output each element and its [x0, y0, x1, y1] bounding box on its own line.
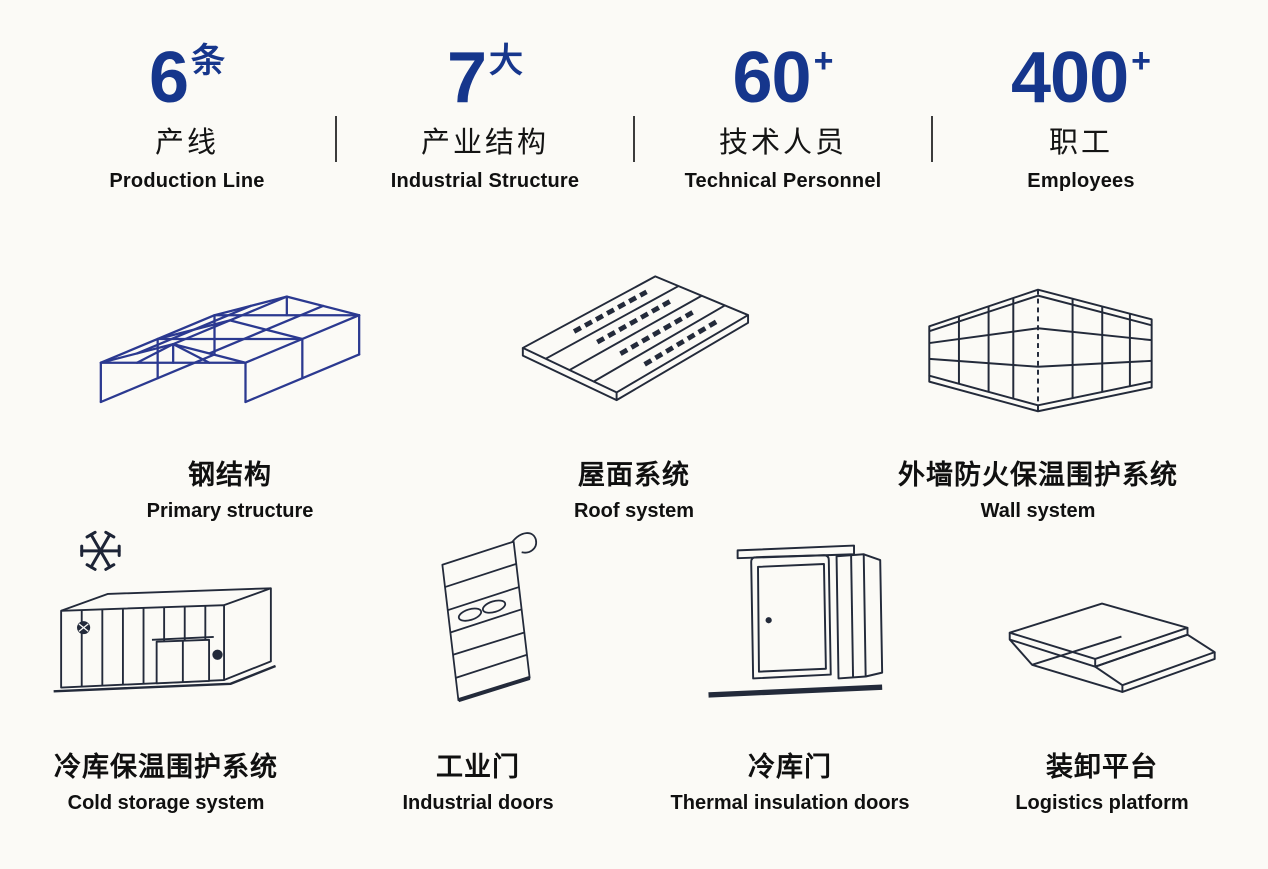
- icon-box: [23, 527, 309, 725]
- stat-label-en: Production Line: [109, 170, 265, 192]
- icon-box: [84, 219, 376, 433]
- product-label-en: Wall system: [980, 500, 1096, 522]
- product-dock-leveler: 装卸平台 Logistics platform: [946, 527, 1258, 815]
- steel-structure-icon: [99, 295, 361, 404]
- stat-unit: +: [813, 42, 834, 80]
- vertical-divider: [335, 116, 337, 162]
- stat-unit: +: [1131, 42, 1151, 80]
- dock-leveler-icon: [1008, 602, 1216, 693]
- product-industrial-door: 工业门 Industrial doors: [322, 527, 634, 815]
- vertical-divider: [931, 116, 933, 162]
- thermal-door-icon: [708, 544, 884, 698]
- product-cold-storage: 冷库保温围护系统 Cold storage system: [10, 527, 322, 815]
- stat-number: 60+: [635, 42, 931, 114]
- stat-label-zh: 技术人员: [718, 127, 847, 159]
- stat-value: 400: [1011, 38, 1129, 118]
- product-label-zh: 外墙防火保温围护系统: [898, 460, 1178, 490]
- product-label-zh: 工业门: [436, 752, 520, 782]
- icon-box: [985, 527, 1219, 725]
- product-row-1: 钢结构 Primary structure: [0, 219, 1268, 523]
- product-label-en: Industrial doors: [402, 792, 554, 814]
- product-label-en: Cold storage system: [67, 792, 265, 814]
- stat-label-zh: 产线: [154, 127, 219, 159]
- stat-production-line: 6条 产线 Production Line: [39, 42, 335, 193]
- icon-box: [508, 219, 760, 433]
- stat-technical-personnel: 60+ 技术人员 Technical Personnel: [635, 42, 931, 193]
- product-thermal-door: 冷库门 Thermal insulation doors: [634, 527, 946, 815]
- product-wall-system: 外墙防火保温围护系统 Wall system: [836, 219, 1240, 523]
- stat-number: 400+: [933, 42, 1229, 114]
- product-label-en: Roof system: [573, 500, 695, 522]
- stat-number: 7大: [337, 42, 633, 114]
- stats-row: 6条 产线 Production Line 7大 产业结构 Industrial…: [0, 0, 1268, 193]
- product-label-en: Primary structure: [146, 500, 314, 522]
- product-label-zh: 冷库门: [748, 752, 832, 782]
- stat-unit: 条: [191, 42, 226, 80]
- stat-value: 6: [148, 38, 189, 118]
- icon-box: [673, 527, 907, 725]
- stat-label-en: Industrial Structure: [390, 170, 580, 192]
- product-label-en: Logistics platform: [1015, 792, 1189, 814]
- stat-label-en: Employees: [1027, 170, 1135, 192]
- product-steel-structure: 钢结构 Primary structure: [28, 219, 432, 523]
- product-row-2: 冷库保温围护系统 Cold storage system 工业门 Indust: [0, 527, 1268, 815]
- product-label-zh: 冷库保温围护系统: [54, 752, 278, 782]
- industrial-door-icon: [441, 532, 538, 703]
- stat-label-en: Technical Personnel: [684, 170, 882, 192]
- stat-label-zh: 职工: [1048, 127, 1113, 159]
- wall-system-icon: [928, 288, 1153, 413]
- cold-storage-icon: [53, 530, 277, 693]
- icon-box: [904, 219, 1172, 433]
- snowflake-icon: [80, 530, 121, 571]
- stat-employees: 400+ 职工 Employees: [933, 42, 1229, 193]
- product-label-zh: 钢结构: [188, 460, 272, 490]
- product-label-zh: 屋面系统: [578, 460, 690, 490]
- stat-value: 60: [732, 38, 812, 118]
- stat-value: 7: [446, 38, 487, 118]
- product-label-en: Thermal insulation doors: [670, 792, 910, 814]
- stat-number: 6条: [39, 42, 335, 114]
- vertical-divider: [633, 116, 635, 162]
- product-label-zh: 装卸平台: [1046, 752, 1158, 782]
- stat-label-zh: 产业结构: [420, 127, 549, 159]
- roof-system-icon: [521, 275, 750, 402]
- stat-industrial-structure: 7大 产业结构 Industrial Structure: [337, 42, 633, 193]
- icon-box: [380, 527, 576, 725]
- product-roof-system: 屋面系统 Roof system: [432, 219, 836, 523]
- stat-unit: 大: [489, 42, 524, 80]
